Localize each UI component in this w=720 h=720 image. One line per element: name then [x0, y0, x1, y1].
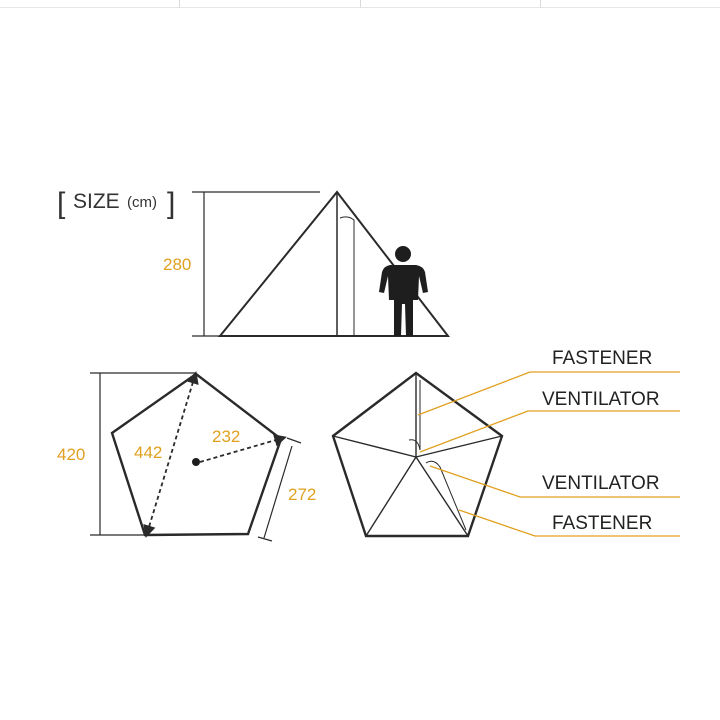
side-tick-top	[286, 437, 302, 444]
title-unit: (cm)	[127, 194, 157, 211]
top-tab[interactable]	[360, 0, 541, 8]
diagonal-arrow	[143, 371, 199, 538]
callout-leaders	[417, 371, 680, 537]
leader-ventilator-bottom	[429, 465, 680, 498]
person-icon	[379, 246, 428, 336]
fastener-bottom-label: FASTENER	[552, 513, 652, 534]
radius-arrow	[199, 434, 287, 463]
title-text: SIZE	[73, 190, 120, 213]
diagonal-label: 442	[134, 443, 162, 462]
title-bracket-close: ]	[167, 187, 175, 220]
radius-label: 232	[212, 427, 240, 446]
top-view-dimensions	[90, 371, 302, 542]
center-point	[192, 458, 200, 466]
height-label: 280	[163, 255, 191, 274]
ventilator-bottom-label: VENTILATOR	[542, 473, 660, 494]
pentagon-roof-outline	[331, 371, 504, 538]
tent-side-outline	[217, 190, 451, 337]
leader-fastener-top	[417, 371, 680, 416]
top-tab-strip	[0, 0, 720, 9]
title-bracket-open: [	[57, 187, 66, 220]
top-tab[interactable]	[180, 0, 361, 8]
side-dimension-line	[263, 445, 293, 539]
top-tab[interactable]	[0, 0, 181, 8]
depth-label: 420	[57, 445, 85, 464]
fastener-top-label: FASTENER	[552, 348, 652, 369]
side-label: 272	[288, 485, 316, 504]
ventilator-top-label: VENTILATOR	[542, 389, 660, 410]
top-tab[interactable]	[540, 0, 720, 8]
top-view-panels	[331, 371, 504, 538]
leader-fastener-bottom	[458, 509, 680, 537]
side-tick-bottom	[257, 536, 273, 542]
tent-door-seam	[339, 216, 355, 336]
leader-ventilator-top	[419, 410, 680, 453]
size-title: [ SIZE (cm) ]	[57, 187, 175, 220]
